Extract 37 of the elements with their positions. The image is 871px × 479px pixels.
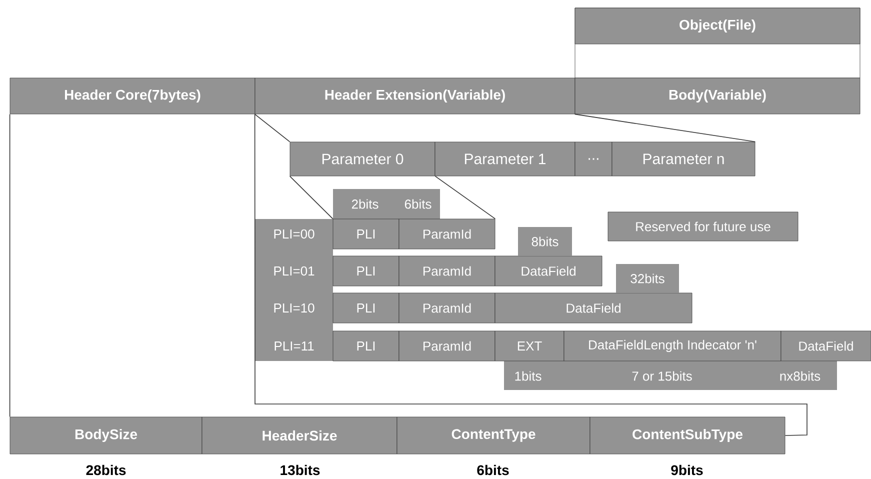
bit-width-label: 8bits [518,227,572,256]
field-box: PLI [332,330,400,362]
bit-width-label: 1bits [515,371,542,381]
object-box: Object(File) [574,8,860,78]
row-label: PLI=00 [274,229,314,239]
row-label: PLI=01 [274,266,314,276]
field-box: ParamId [398,330,496,362]
field-box: DataField [780,330,871,362]
header-field-box: BodySize [10,416,202,454]
field-box: ParamId [398,256,496,286]
field-box: Reserved for future use [608,212,798,242]
parameter-box: Parameter 0 [290,142,436,176]
row-label: PLI=10 [274,303,314,313]
connector-line [434,176,496,220]
bit-width-label: 2bits [352,199,378,209]
field-box: PLI [332,256,400,286]
header-field-box: Header Core(7bytes) [10,78,256,114]
header-field-box: ContentType [396,416,590,454]
header-field-box: HeaderSize [202,416,398,454]
bit-width-label: 32bits [616,264,679,293]
field-box: ParamId [398,218,496,250]
header-field-box: Body(Variable) [574,78,860,114]
header-field-box: ContentSubType [590,416,786,454]
bit-width-label: 7 or 15bits [632,371,692,381]
connector-line [9,114,10,418]
bit-width-label: nx8bits [780,371,820,381]
connector-line [289,176,334,220]
connector-line [254,114,290,142]
parameter-box: ... [574,142,612,176]
bit-width-label: 6bits [404,199,432,209]
field-box: EXT [494,330,564,362]
header-field-box: Header Extension(Variable) [254,78,576,114]
row-label: PLI=11 [274,342,314,350]
connector-line [254,114,808,436]
field-box: ParamId [398,292,496,324]
field-box: PLI [332,292,400,324]
field-box: PLI [332,218,400,250]
